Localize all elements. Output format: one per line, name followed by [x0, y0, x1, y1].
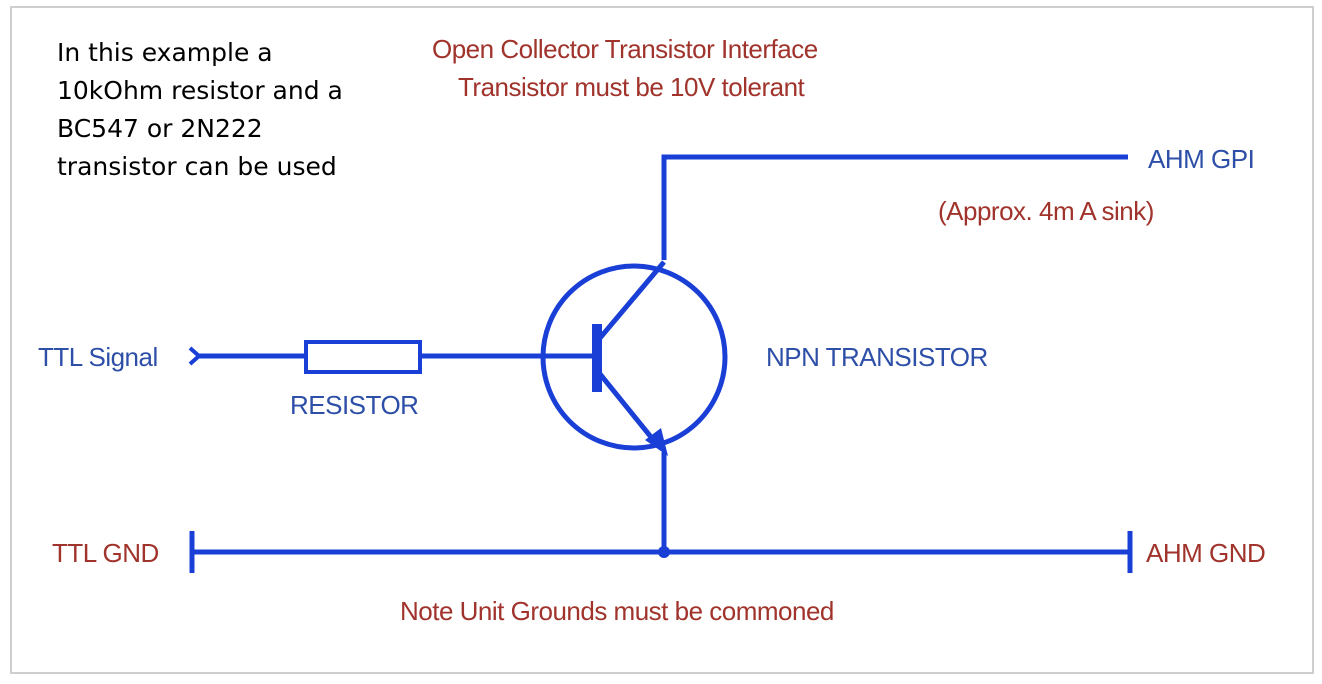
- diagram-frame: [10, 6, 1314, 674]
- ttl-signal-label: TTL Signal: [38, 342, 158, 372]
- npn-transistor-label: NPN TRANSISTOR: [766, 342, 988, 372]
- resistor-body: [304, 340, 422, 374]
- transistor-collector-lead: [598, 260, 666, 340]
- ground-junction-dot: [658, 546, 670, 558]
- resistor-label: RESISTOR: [290, 390, 419, 420]
- collector-wire: [661, 154, 1128, 260]
- diagram-title: Open Collector Transistor Interface: [432, 34, 818, 64]
- grounds-note: Note Unit Grounds must be commoned: [400, 596, 834, 626]
- ttl-gnd-label: TTL GND: [52, 538, 159, 568]
- ahm-gpi-label: AHM GPI: [1148, 144, 1255, 174]
- example-note: In this example a 10kOhm resistor and a …: [57, 38, 343, 181]
- ttl-signal-chevron: [188, 346, 203, 366]
- emitter-arrow: [645, 428, 668, 456]
- ahm-gnd-label: AHM GND: [1146, 538, 1266, 568]
- transistor-emitter-lead: [598, 372, 657, 444]
- sink-current-note: (Approx. 4m A sink): [938, 196, 1154, 226]
- diagram-subtitle: Transistor must be 10V tolerant: [458, 72, 805, 102]
